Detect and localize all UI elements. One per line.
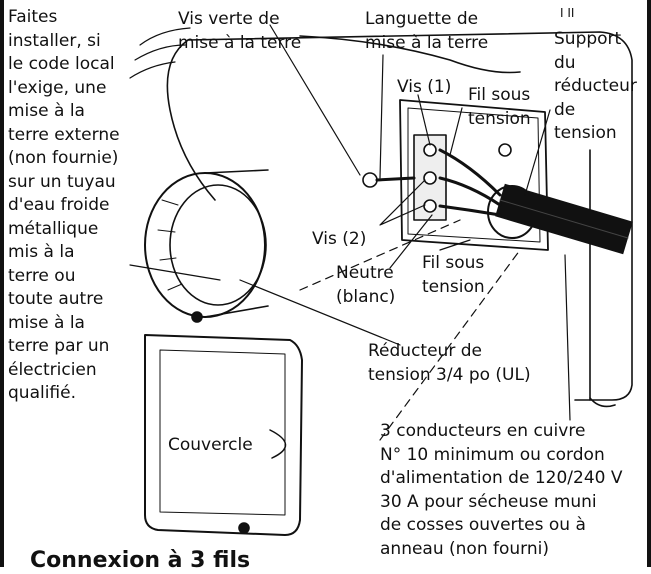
green-ground-screw	[362, 172, 378, 188]
section-heading: Connexion à 3 fils	[30, 548, 251, 573]
ground-tab-label: Languette de mise à la terre	[365, 9, 489, 53]
live-wire-bottom-label: Fil sous tension	[422, 253, 485, 297]
leader-live-top	[449, 107, 463, 156]
leader-green-screw	[269, 24, 361, 176]
live-wire-top-label: Fil sous tension	[468, 85, 531, 129]
leader-support	[524, 109, 551, 196]
power-cord-highlight	[499, 199, 629, 239]
duct-body-bottom	[204, 305, 269, 318]
terminal-screw-middle	[423, 171, 437, 185]
wire-bottom	[438, 204, 502, 217]
duct-inner	[169, 184, 267, 306]
neutral-label: Neutre (blanc)	[336, 263, 396, 307]
cover-screw-top	[191, 311, 203, 323]
terminal-screw-top	[423, 143, 437, 157]
left-border	[0, 0, 4, 567]
cover-label: Couvercle	[168, 434, 253, 458]
conductors-label: 3 conducteurs en cuivre N° 10 minimum ou…	[380, 421, 623, 559]
leader-conductors	[564, 254, 571, 421]
dryer-panel-curve	[166, 39, 216, 201]
terminal-box-outline	[399, 99, 549, 251]
strain-relief-label: Réducteur de tension 3/4 po (UL)	[368, 341, 531, 385]
cabinet-foot	[589, 397, 616, 408]
wire-middle	[438, 176, 502, 207]
leader-neutral	[389, 214, 433, 269]
green-screw-label: Vis verte de mise à la terre	[178, 9, 302, 53]
dryer-top-curve	[299, 35, 521, 74]
leader-live-bottom	[439, 239, 471, 251]
ground-strap	[375, 176, 416, 182]
cover-inner	[159, 349, 286, 516]
terminal-box-inner	[407, 107, 541, 243]
dashed-alignment	[299, 219, 521, 441]
wire-top	[438, 148, 502, 197]
swoosh-lines	[129, 27, 191, 79]
box-screw	[498, 143, 512, 157]
duct-body-top	[204, 169, 269, 174]
support-label: Support du réducteur de tension	[554, 29, 637, 143]
terminal-screw-bottom	[423, 199, 437, 213]
leader-ground-tab	[379, 54, 384, 179]
duct-opening	[144, 172, 266, 318]
leader-screw2	[379, 179, 426, 226]
ground-leader-left	[129, 264, 221, 281]
cover-plate	[144, 334, 303, 536]
leader-strain-relief	[239, 279, 401, 346]
cover-screw-bottom	[238, 522, 250, 534]
cover-notch	[269, 429, 287, 459]
tick-marks: I II	[560, 6, 575, 20]
screw2-label: Vis (2)	[312, 229, 367, 249]
screw1-label: Vis (1)	[397, 77, 452, 97]
grounding-note: Faites installer, si le code local l'exi…	[8, 7, 120, 403]
leader-screw1	[417, 94, 431, 146]
right-border	[647, 0, 651, 567]
duct-ribs	[157, 199, 183, 291]
